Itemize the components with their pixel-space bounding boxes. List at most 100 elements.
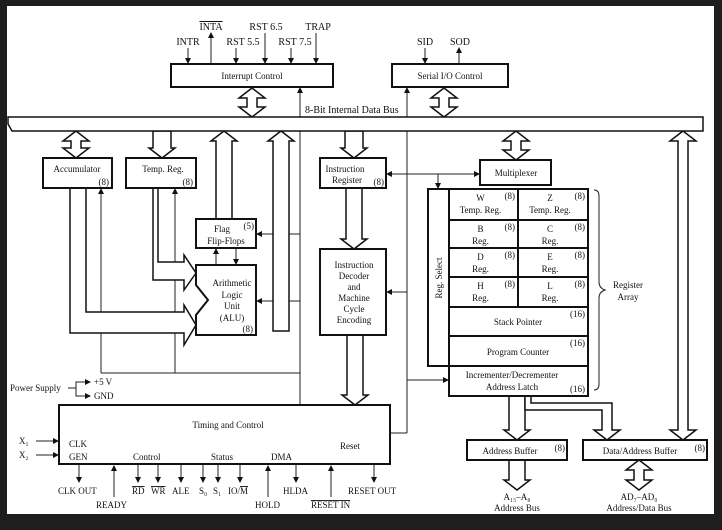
trap-label: TRAP [305,22,331,33]
ale-label: ALE [172,486,190,496]
register-sub-label: Reg. [542,264,559,274]
register-bits: (8) [575,191,586,201]
sod-label: SOD [450,37,470,48]
timing-control-label: Timing and Control [192,420,264,430]
register-left-block [448,219,519,249]
dma-group-label: DMA [271,452,293,462]
incrementer-decrementer-block [448,365,589,397]
bus-arrows [60,87,699,491]
ir-to-decoder-arrow [338,187,370,250]
rst75-label: RST 7.5 [278,37,311,48]
clk-out-label: CLK OUT [58,486,97,496]
alu-label-4: (ALU) [220,313,245,323]
control-group-label: Control [133,452,161,462]
ir-label-2: Register [332,175,362,185]
register-right-block [517,276,589,308]
rd-label: RD [132,486,145,496]
decoder-label-6: Encoding [337,315,372,325]
ready-label: READY [96,500,127,510]
register-array-label-1: Register [613,280,643,290]
stack-pointer-label: Stack Pointer [494,317,542,327]
decoder-to-timing-arrow [339,334,371,406]
address-bus-output-arrow [501,459,533,491]
flag-label-1: Flag [214,224,231,234]
instruction-decoder-block [319,248,387,336]
rst55-label: RST 5.5 [226,37,259,48]
register-left-block [448,247,519,278]
register-sub-label: Reg. [542,293,559,303]
temp-reg-label: Temp. Reg. [142,164,184,174]
intr-label: INTR [176,37,200,48]
data-bus-bidirectional-arrow [623,459,655,491]
ir-label-1: Instruction [326,164,365,174]
register-right-block [517,188,589,221]
alu-to-bus-arrow [265,130,297,332]
register-sub-label: Reg. [472,264,489,274]
register-name: H [477,281,484,291]
register-right-block [517,219,589,249]
register-name: C [547,224,553,234]
accumulator-bits: (8) [99,177,110,187]
sid-label: SID [417,37,433,48]
decoder-label-1: Instruction [335,260,374,270]
register-sub-label: Temp. Reg. [529,205,571,215]
data-address-buffer-bits: (8) [695,443,706,453]
power-supply-label: Power Supply [10,383,61,393]
flag-flip-flops-block [195,218,257,249]
timing-control-block [58,404,391,465]
program-counter-bits: (16) [570,338,585,348]
internal-data-bus [7,116,704,132]
io-m-label: IO/M [228,486,248,496]
register-name: E [547,252,553,262]
instruction-register-block [319,157,387,189]
register-name: W [476,193,485,203]
register-sub-label: Temp. Reg. [460,205,502,215]
address-bus-label-1: A₁₅–A₈ [504,492,531,502]
alu-bits: (8) [243,324,254,334]
data-address-buffer-label: Data/Address Buffer [603,446,678,456]
register-sub-label: Reg. [472,293,489,303]
address-buffer-label: Address Buffer [482,446,537,456]
address-buffer-block [466,439,568,461]
stack-pointer-bits: (16) [570,309,585,319]
register-left-block [448,188,519,221]
register-sub-label: Reg. [542,236,559,246]
reset-out-label: RESET OUT [348,486,397,496]
temp-reg-bus-arrow [146,130,178,159]
ir-bits: (8) [374,177,385,187]
data-bus-label-1: AD₇–AD₀ [621,492,658,502]
address-buffer-bits: (8) [555,443,566,453]
register-bits: (8) [575,222,586,232]
accumulator-to-alu-arrow [69,187,197,348]
incdec-label-2: Address Latch [486,382,539,392]
register-bits: (8) [505,279,516,289]
rst65-label: RST 6.5 [249,22,282,33]
gen-label: GEN [69,452,88,462]
decoder-label-4: Machine [338,293,370,303]
x2-label: X₂ [19,450,29,460]
alu-label-1: Arithmetic [213,278,252,288]
data-address-buffer-block [582,439,708,461]
serial-io-label: Serial I/O Control [418,71,483,81]
register-sub-label: Reg. [472,236,489,246]
temp-reg-block [125,157,197,189]
register-bits: (8) [575,279,586,289]
x1-label: X₁ [19,436,29,446]
hold-label: HOLD [255,500,280,510]
interrupt-control-label: Interrupt Control [221,71,283,81]
alu-label-2: Logic [222,290,243,300]
stack-pointer-block [448,306,589,337]
address-bus-label-2: Address Bus [494,503,540,513]
hlda-label: HLDA [283,486,308,496]
temp-to-alu-arrow [152,187,197,293]
temp-reg-bits: (8) [183,177,194,187]
flag-bits: (5) [244,221,255,231]
decoder-label-2: Decoder [339,271,369,281]
register-name: L [547,281,553,291]
power-5v-label: +5 V [94,377,113,387]
wr-label: WR [151,486,166,496]
bus-label: 8-Bit Internal Data Bus [305,105,399,116]
register-name: D [477,252,484,262]
